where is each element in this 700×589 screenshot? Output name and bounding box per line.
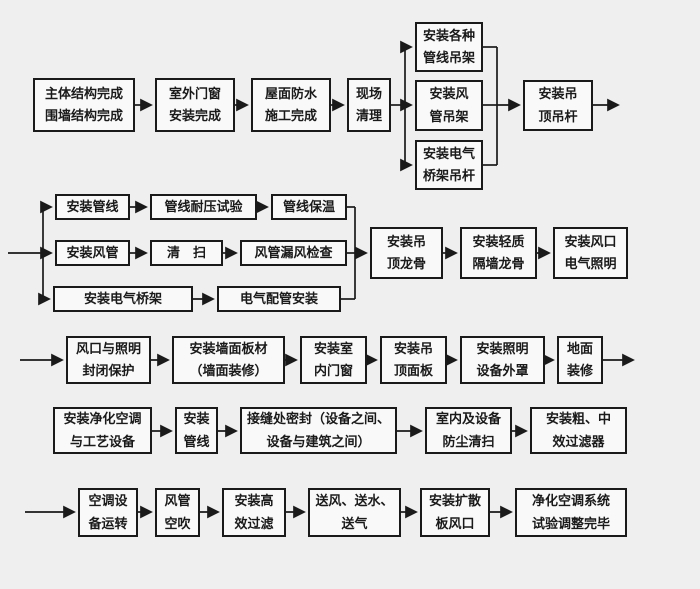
node-dust-cleaning: 室内及设备 防尘清扫	[425, 407, 512, 454]
node-outlet-lighting-protection: 风口与照明 封闭保护	[66, 336, 151, 384]
node-install-ducts: 安装风管	[55, 240, 130, 266]
node-install-cable-tray: 安装电气桥架	[53, 286, 193, 312]
node-system-adjustment-complete: 净化空调系统 试验调整完毕	[515, 488, 627, 537]
node-install-cable-tray-rods: 安装电气 桥架吊杆	[415, 140, 483, 190]
node-lighting-covers: 安装照明 设备外罩	[460, 336, 545, 384]
node-hvac-test-run: 空调设 备运转	[78, 488, 138, 537]
node-install-partition-keel: 安装轻质 隔墙龙骨	[460, 227, 537, 279]
node-floor-finishing: 地面 装修	[557, 336, 603, 384]
node-roof-waterproofing: 屋面防水 施工完成	[251, 78, 331, 132]
row1-connectors	[135, 40, 620, 172]
node-interior-doors-windows: 安装室 内门窗	[300, 336, 367, 384]
node-ceiling-panels: 安装吊 顶面板	[380, 336, 447, 384]
node-install-pipeline-hangers: 安装各种 管线吊架	[415, 22, 483, 72]
node-diffuser-outlets: 安装扩散 板风口	[420, 488, 490, 537]
node-install-duct-hangers: 安装风 管吊架	[415, 80, 483, 131]
node-install-pipelines: 安装管线	[55, 194, 130, 220]
node-exterior-doors-windows: 室外门窗 安装完成	[155, 78, 235, 132]
node-supply-air-water-gas: 送风、送水、 送气	[308, 488, 401, 537]
node-duct-cleaning: 清 扫	[150, 240, 223, 266]
node-install-hvac-process-equipment: 安装净化空调 与工艺设备	[53, 407, 152, 454]
node-electrical-conduit: 电气配管安装	[217, 286, 341, 312]
node-install-ceiling-keel: 安装吊 顶龙骨	[370, 227, 443, 279]
node-install-outlets-lighting: 安装风口 电气照明	[553, 227, 628, 279]
node-install-pipelines-2: 安装 管线	[175, 407, 218, 454]
row2-connectors	[8, 200, 551, 306]
node-duct-blow: 风管 空吹	[155, 488, 200, 537]
node-duct-leak-check: 风管漏风检查	[240, 240, 347, 266]
node-coarse-medium-filters: 安装粗、中 效过滤器	[530, 407, 627, 454]
node-seam-sealing: 接缝处密封（设备之间、 设备与建筑之间）	[240, 407, 397, 454]
node-wall-panels: 安装墙面板材 （墙面装修）	[172, 336, 285, 384]
node-install-ceiling-rods: 安装吊 顶吊杆	[523, 80, 593, 131]
node-install-hepa-filter: 安装高 效过滤	[222, 488, 286, 537]
node-pipeline-pressure-test: 管线耐压试验	[150, 194, 257, 220]
node-pipeline-insulation: 管线保温	[271, 194, 347, 220]
node-main-structure-complete: 主体结构完成 围墙结构完成	[33, 78, 135, 132]
node-site-cleanup: 现场 清理	[347, 78, 391, 132]
